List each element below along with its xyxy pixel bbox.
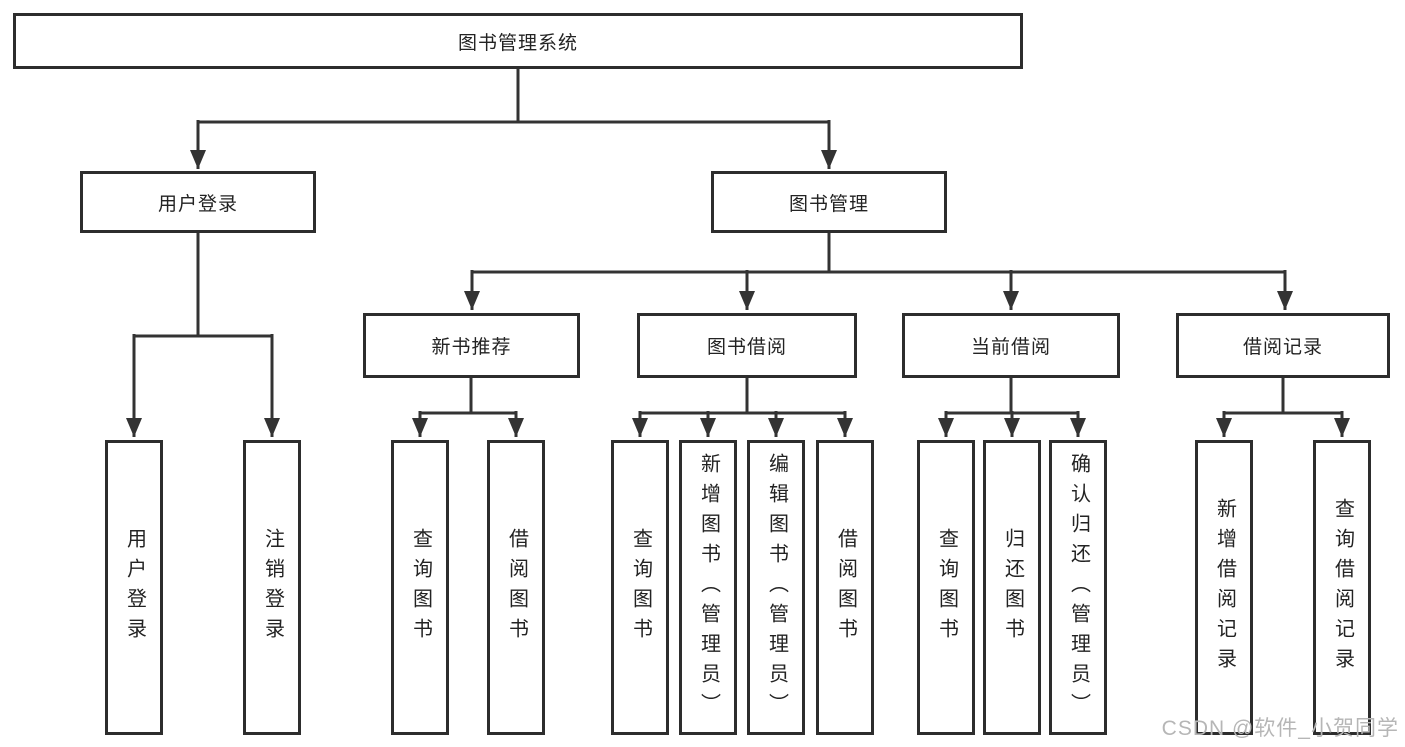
csdn-watermark: CSDN @软件_小贺同学 (1161, 717, 1399, 740)
leaf-logout-label: 注销登录 (261, 527, 284, 648)
connector-borrow-split (640, 378, 845, 415)
node-book-borrow-label: 图书借阅 (706, 337, 787, 358)
leaf-borrow-books-label: 借阅图书 (834, 527, 857, 648)
leaf-confirm-return-admin: 确认归还（管理员） (1049, 440, 1107, 735)
node-current-borrow-label: 当前借阅 (970, 337, 1051, 358)
leaf-add-books-admin: 新增图书（管理员） (679, 440, 737, 735)
leaf-borrow-books-recommend-label: 借阅图书 (505, 527, 528, 648)
leaf-return-books: 归还图书 (983, 440, 1041, 735)
connector-newbook-split (420, 378, 516, 415)
connector-current-split (946, 378, 1078, 415)
leaf-query-borrow-record: 查询借阅记录 (1313, 440, 1371, 735)
leaf-query-books-recommend-label: 查询图书 (409, 527, 432, 648)
leaf-add-borrow-record: 新增借阅记录 (1195, 440, 1253, 735)
leaf-add-books-admin-label: 新增图书（管理员） (697, 452, 720, 723)
leaf-edit-books-admin: 编辑图书（管理员） (747, 440, 805, 735)
leaf-borrow-books-recommend: 借阅图书 (487, 440, 545, 735)
connector-records-split (1224, 378, 1342, 415)
node-new-book-recommend-label: 新书推荐 (431, 337, 512, 358)
leaf-query-books-borrow-label: 查询图书 (629, 527, 652, 648)
leaf-query-books-borrow: 查询图书 (611, 440, 669, 735)
node-book-borrow: 图书借阅 (637, 313, 857, 378)
node-root-system: 图书管理系统 (13, 13, 1023, 69)
leaf-borrow-books: 借阅图书 (816, 440, 874, 735)
node-current-borrow: 当前借阅 (902, 313, 1120, 378)
connector-book-split (472, 233, 1285, 274)
node-book-management-label: 图书管理 (788, 193, 869, 215)
node-book-management: 图书管理 (711, 171, 947, 233)
node-user-login: 用户登录 (80, 171, 316, 233)
leaf-query-borrow-record-label: 查询借阅记录 (1331, 497, 1354, 678)
connector-root-split (198, 69, 829, 124)
node-root-label: 图书管理系统 (457, 32, 578, 54)
node-user-login-label: 用户登录 (157, 193, 238, 215)
leaf-add-borrow-record-label: 新增借阅记录 (1213, 497, 1236, 678)
node-borrow-records-label: 借阅记录 (1242, 337, 1323, 358)
connector-user-split (134, 233, 272, 338)
leaf-logout: 注销登录 (243, 440, 301, 735)
leaf-edit-books-admin-label: 编辑图书（管理员） (765, 452, 788, 723)
leaf-confirm-return-admin-label: 确认归还（管理员） (1067, 452, 1090, 723)
node-new-book-recommend: 新书推荐 (363, 313, 580, 378)
leaf-query-books-current-label: 查询图书 (935, 527, 958, 648)
leaf-query-books-current: 查询图书 (917, 440, 975, 735)
leaf-query-books-recommend: 查询图书 (391, 440, 449, 735)
leaf-user-login-label: 用户登录 (123, 527, 146, 648)
node-borrow-records: 借阅记录 (1176, 313, 1390, 378)
leaf-return-books-label: 归还图书 (1001, 527, 1024, 648)
leaf-user-login: 用户登录 (105, 440, 163, 735)
